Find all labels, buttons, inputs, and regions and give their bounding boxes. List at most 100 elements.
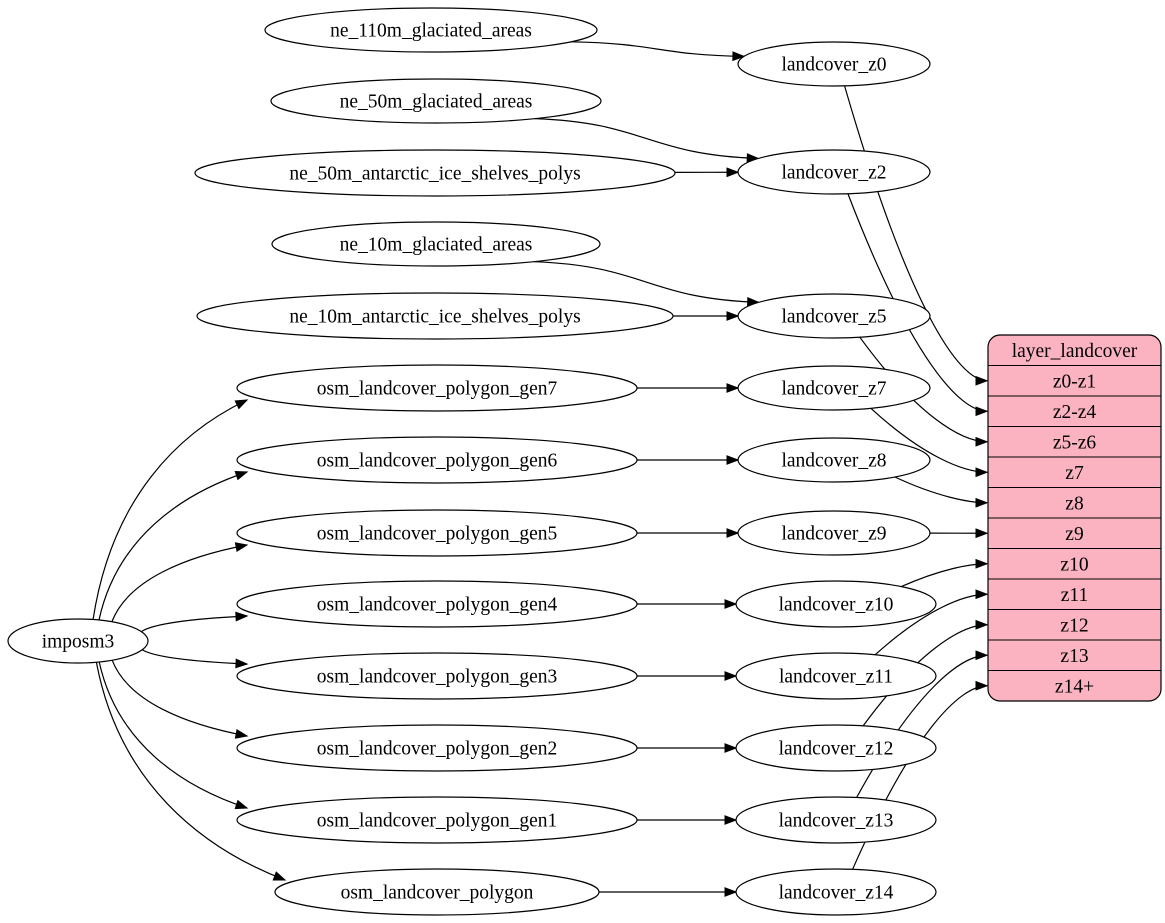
- node-shape-landcover_z14: [735, 868, 937, 916]
- node-label-osm_landcover_polygon_gen4: osm_landcover_polygon_gen4: [317, 595, 558, 616]
- node-label-landcover_z11: landcover_z11: [779, 667, 893, 688]
- node-shape-ne_50m_antarctic_ice_shelves_polys: [194, 149, 676, 197]
- table-node-layer-landcover: layer_landcoverz0-z1z2-z4z5-z6z7z8z9z10z…: [987, 334, 1162, 702]
- node-shape-osm_landcover_polygon_gen5: [236, 509, 638, 557]
- edge-landcover_z7-to-layer_landcover-row-z7: [870, 407, 989, 478]
- table-row-label-z2-z4: z2-z4: [1053, 402, 1097, 423]
- edge-osm_landcover_polygon_gen3-to-landcover_z11: [636, 671, 738, 681]
- edge-imposm3-to-osm_landcover_polygon_gen4: [140, 611, 249, 633]
- node-landcover_z8: landcover_z8: [737, 437, 931, 483]
- edge-arrowhead-icon: [975, 558, 989, 569]
- node-label-ne_110m_glaciated_areas: ne_110m_glaciated_areas: [330, 21, 532, 42]
- node-osm_landcover_polygon_gen4: osm_landcover_polygon_gen4: [236, 580, 638, 628]
- node-shape-landcover_z11: [735, 652, 937, 700]
- edge-arrowhead-icon: [235, 658, 249, 669]
- edge-imposm3-to-osm_landcover_polygon_gen1: [98, 661, 249, 810]
- node-shape-osm_landcover_polygon_gen6: [236, 436, 638, 484]
- edge-line: [111, 544, 248, 622]
- table-row-label-z10: z10: [1060, 554, 1088, 575]
- edge-line: [847, 193, 988, 412]
- node-landcover_z14: landcover_z14: [735, 868, 937, 916]
- node-shape-landcover_z12: [735, 724, 937, 772]
- node-label-landcover_z2: landcover_z2: [781, 163, 886, 184]
- node-label-ne_50m_antarctic_ice_shelves_polys: ne_50m_antarctic_ice_shelves_polys: [289, 164, 580, 185]
- edge-arrowhead-icon: [726, 383, 740, 393]
- edge-arrowhead-icon: [975, 528, 989, 539]
- edge-landcover_z11-to-layer_landcover-row-z11: [874, 589, 989, 656]
- node-landcover_z12: landcover_z12: [735, 724, 937, 772]
- edge-arrowhead-icon: [975, 680, 989, 691]
- edge-landcover_z2-to-layer_landcover-row-z2-z4: [847, 193, 989, 417]
- table-row-label-z13: z13: [1060, 646, 1088, 667]
- edge-osm_landcover_polygon_gen7-to-landcover_z7: [636, 383, 740, 393]
- node-shape-osm_landcover_polygon_gen4: [236, 580, 638, 628]
- node-label-landcover_z10: landcover_z10: [779, 595, 894, 616]
- edge-landcover_z9-to-layer_landcover-row-z9: [929, 528, 989, 539]
- edge-line: [92, 399, 248, 620]
- node-osm_landcover_polygon_gen5: osm_landcover_polygon_gen5: [236, 509, 638, 557]
- edge-arrowhead-icon: [975, 375, 989, 386]
- edge-line: [534, 118, 759, 160]
- node-landcover_z10: landcover_z10: [735, 580, 937, 628]
- edge-arrowhead-icon: [234, 542, 249, 552]
- edge-line: [141, 649, 248, 665]
- edge-imposm3-to-osm_landcover_polygon_gen5: [111, 542, 249, 622]
- node-shape-landcover_z10: [735, 580, 937, 628]
- node-landcover_z0: landcover_z0: [737, 41, 931, 87]
- node-osm_landcover_polygon_gen2: osm_landcover_polygon_gen2: [236, 724, 638, 772]
- node-osm_landcover_polygon: osm_landcover_polygon: [274, 868, 600, 916]
- node-ne_50m_antarctic_ice_shelves_polys: ne_50m_antarctic_ice_shelves_polys: [194, 149, 676, 197]
- node-shape-landcover_z7: [737, 365, 931, 411]
- table-row-label-z9: z9: [1065, 524, 1083, 545]
- node-ne_50m_glaciated_areas: ne_50m_glaciated_areas: [270, 78, 602, 124]
- edge-arrowhead-icon: [975, 589, 989, 600]
- node-shape-ne_110m_glaciated_areas: [264, 7, 598, 53]
- edge-arrowhead-icon: [724, 671, 738, 681]
- table-row-label-z12: z12: [1060, 615, 1088, 636]
- edge-arrowhead-icon: [272, 871, 287, 881]
- edge-landcover_z10-to-layer_landcover-row-z10: [901, 558, 989, 588]
- edge-landcover_z12-to-layer_landcover-row-z12: [862, 619, 989, 727]
- node-shape-osm_landcover_polygon: [274, 868, 600, 916]
- node-landcover_z7: landcover_z7: [737, 365, 931, 411]
- edge-arrowhead-icon: [726, 167, 740, 178]
- edge-landcover_z8-to-layer_landcover-row-z8: [894, 476, 989, 508]
- node-shape-osm_landcover_polygon_gen1: [236, 796, 638, 844]
- edge-arrowhead-icon: [234, 399, 249, 410]
- node-imposm3: imposm3: [7, 618, 149, 664]
- node-label-landcover_z0: landcover_z0: [781, 55, 886, 76]
- node-landcover_z11: landcover_z11: [735, 652, 937, 700]
- edge-ne_10m_antarctic_ice_shelves_polys-to-landcover_z5: [672, 311, 740, 321]
- node-label-landcover_z9: landcover_z9: [781, 524, 886, 545]
- node-label-landcover_z14: landcover_z14: [779, 883, 894, 904]
- edge-arrowhead-icon: [724, 887, 738, 897]
- node-label-ne_10m_glaciated_areas: ne_10m_glaciated_areas: [340, 235, 533, 256]
- node-shape-osm_landcover_polygon_gen7: [236, 364, 638, 412]
- table-title: layer_landcover: [1012, 341, 1138, 362]
- edge-ne_50m_antarctic_ice_shelves_polys-to-landcover_z2: [674, 167, 740, 178]
- node-shape-ne_50m_glaciated_areas: [270, 78, 602, 124]
- edge-osm_landcover_polygon_gen5-to-landcover_z9: [637, 528, 740, 538]
- node-landcover_z2: landcover_z2: [737, 149, 931, 195]
- node-shape-osm_landcover_polygon_gen2: [236, 724, 638, 772]
- edge-arrowhead-icon: [724, 599, 738, 609]
- node-shape-landcover_z8: [737, 437, 931, 483]
- node-label-osm_landcover_polygon_gen7: osm_landcover_polygon_gen7: [317, 379, 558, 400]
- node-shape-landcover_z2: [737, 149, 931, 195]
- edge-arrowhead-icon: [726, 311, 740, 321]
- node-shape-landcover_z5: [737, 293, 931, 339]
- node-label-landcover_z7: landcover_z7: [781, 379, 886, 400]
- edge-arrowhead-icon: [975, 436, 989, 447]
- edge-arrowhead-icon: [975, 406, 989, 417]
- edge-arrowhead-icon: [235, 611, 249, 622]
- node-label-osm_landcover_polygon_gen1: osm_landcover_polygon_gen1: [317, 811, 557, 832]
- edge-line: [98, 661, 248, 809]
- edge-line: [571, 41, 744, 57]
- node-label-osm_landcover_polygon_gen2: osm_landcover_polygon_gen2: [317, 739, 557, 760]
- table-row-label-z11: z11: [1061, 585, 1088, 606]
- node-ne_110m_glaciated_areas: ne_110m_glaciated_areas: [264, 7, 598, 53]
- node-shape-ne_10m_glaciated_areas: [271, 221, 601, 267]
- node-label-ne_10m_antarctic_ice_shelves_polys: ne_10m_antarctic_ice_shelves_polys: [289, 307, 580, 328]
- edge-imposm3-to-osm_landcover_polygon_gen7: [92, 399, 249, 620]
- node-osm_landcover_polygon_gen3: osm_landcover_polygon_gen3: [236, 652, 638, 700]
